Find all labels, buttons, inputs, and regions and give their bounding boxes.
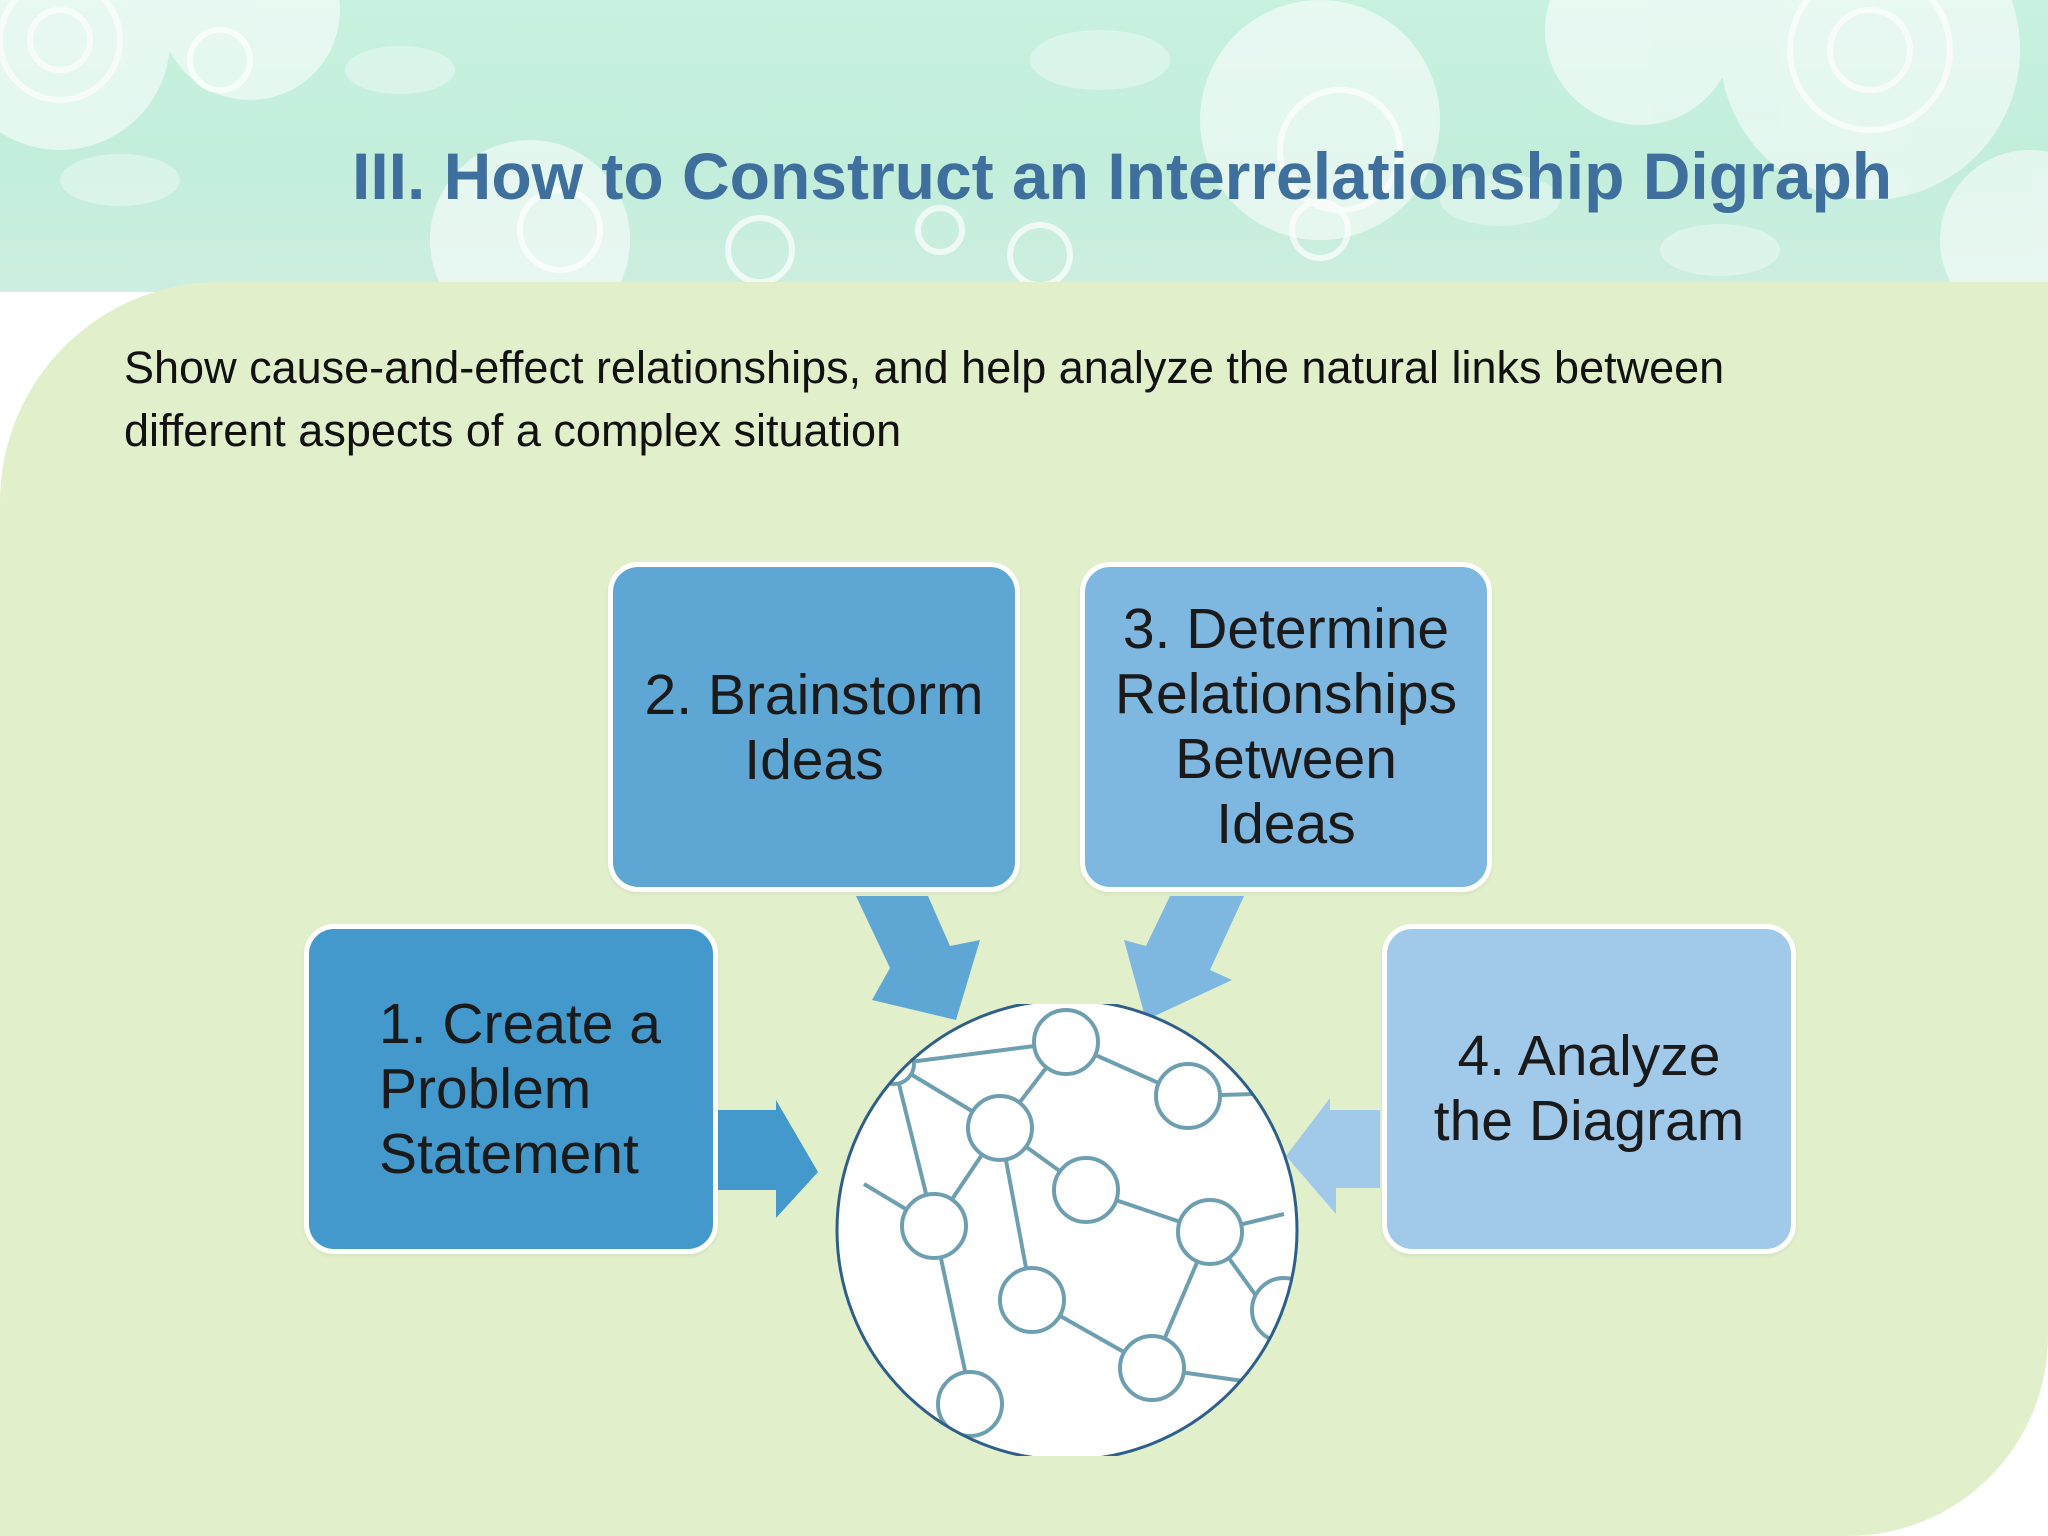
step-4-box: 4. Analyze the Diagram — [1382, 924, 1796, 1254]
step-1-label: 1. Create a Problem Statement — [379, 992, 661, 1187]
step-2-box: 2. Brainstorm Ideas — [608, 562, 1020, 892]
chevron-arrow-icon — [718, 1100, 818, 1218]
chevron-arrow-icon — [856, 896, 980, 1020]
chevron-arrow-icon — [1124, 896, 1244, 1020]
step-3-box: 3. Determine Relationships Between Ideas — [1080, 562, 1492, 892]
step-3-label: 3. Determine Relationships Between Ideas — [1115, 597, 1457, 857]
network-digraph-icon — [834, 1004, 1300, 1456]
step-2-label: 2. Brainstorm Ideas — [645, 663, 984, 793]
step-4-label: 4. Analyze the Diagram — [1434, 1024, 1744, 1154]
chevron-arrow-icon — [1286, 1098, 1380, 1214]
step-1-box: 1. Create a Problem Statement — [304, 924, 718, 1254]
